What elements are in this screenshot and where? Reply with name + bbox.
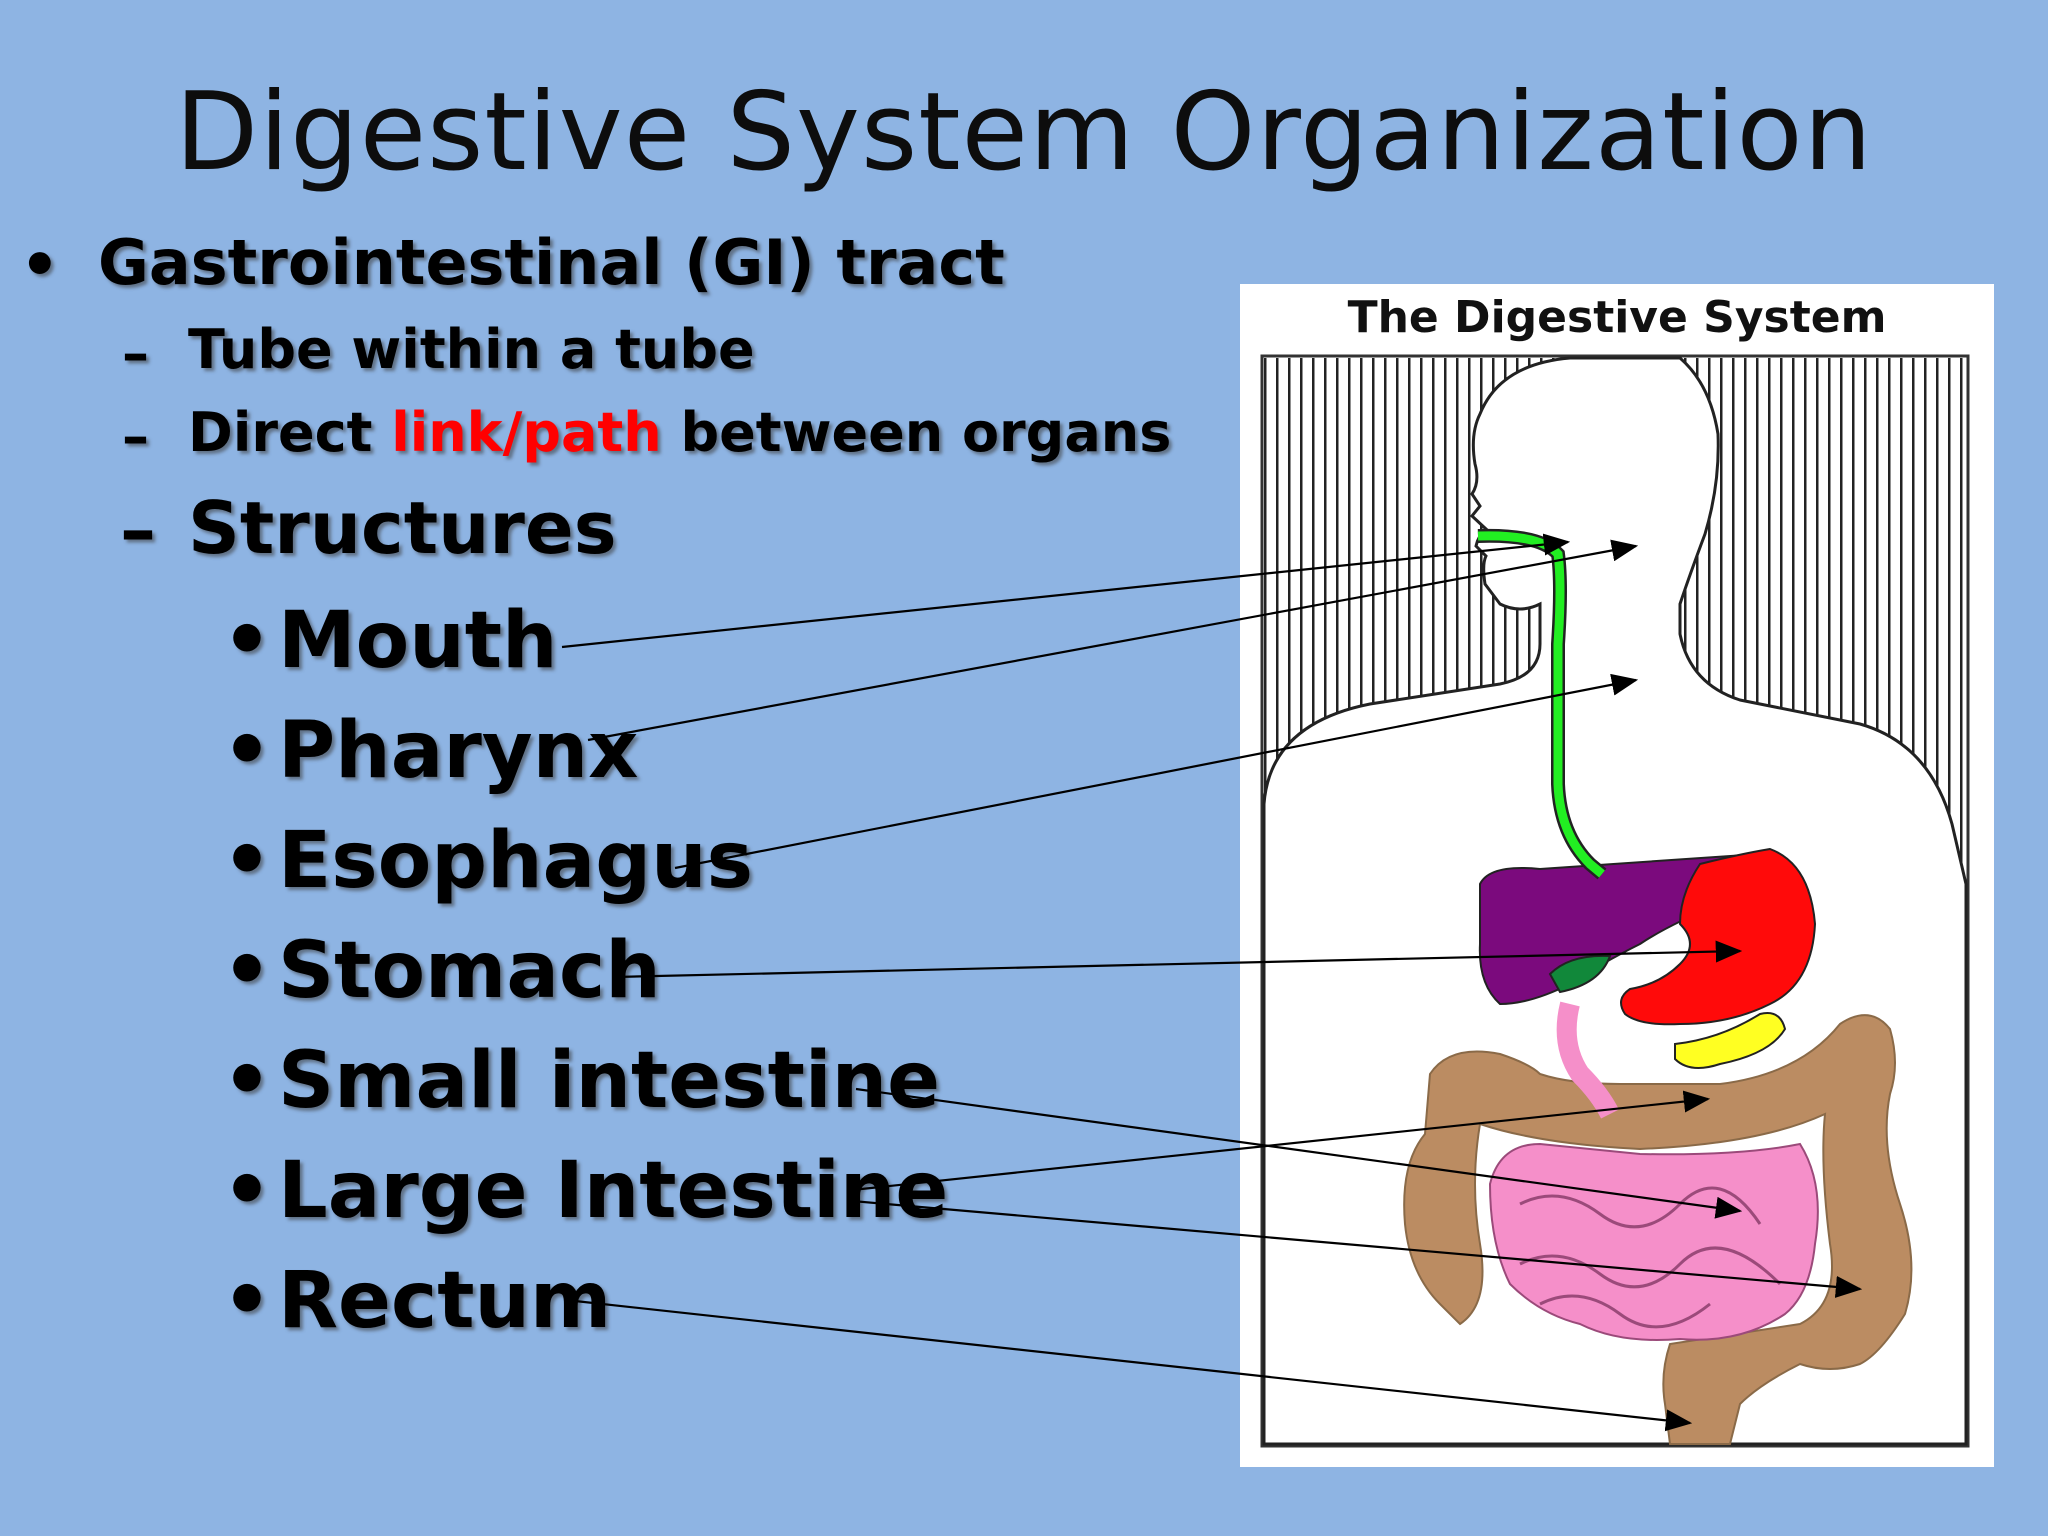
- dash-bullet: –: [120, 488, 156, 572]
- bullet-gi-tract: Gastrointestinal (GI) tract: [98, 226, 1005, 299]
- structure-rectum: Rectum: [278, 1256, 612, 1346]
- bullet-dot: •: [222, 706, 272, 796]
- sub-direct-link: Direct link/path between organs: [188, 401, 1171, 464]
- figure-frame: [1260, 354, 1970, 1448]
- slide-title: Digestive System Organization: [175, 70, 1873, 195]
- bullet-dot: •: [222, 1036, 272, 1126]
- dash-bullet: –: [122, 405, 149, 468]
- sub-tube-within-tube: Tube within a tube: [188, 318, 755, 381]
- pancreas-shape: [1674, 1012, 1787, 1069]
- structure-pharynx: Pharynx: [278, 706, 639, 796]
- structure-small-intestine: Small intestine: [278, 1036, 941, 1126]
- figure-title: The Digestive System: [1348, 292, 1887, 343]
- bullet-dot: •: [20, 228, 60, 301]
- sub-structures: Structures: [188, 486, 617, 570]
- highlight-link-path: link/path: [391, 401, 662, 464]
- digestive-system-figure: The Digestive System: [1240, 284, 1994, 1467]
- stomach-shape: [1620, 847, 1817, 1026]
- structure-mouth: Mouth: [278, 596, 558, 686]
- digestive-system-illustration: The Digestive System: [1260, 292, 1970, 1448]
- bullet-dot: •: [222, 596, 272, 686]
- structure-large-intestine: Large Intestine: [278, 1146, 949, 1236]
- structure-stomach: Stomach: [278, 926, 661, 1016]
- bullet-dot: •: [222, 926, 272, 1016]
- bullet-dot: •: [222, 816, 272, 906]
- structure-esophagus: Esophagus: [278, 816, 754, 906]
- sub-direct-prefix: Direct: [188, 401, 392, 464]
- bullet-dot: •: [222, 1256, 272, 1346]
- bullet-dot: •: [222, 1146, 272, 1236]
- sub-direct-suffix: between organs: [661, 401, 1172, 464]
- dash-bullet: –: [122, 322, 149, 385]
